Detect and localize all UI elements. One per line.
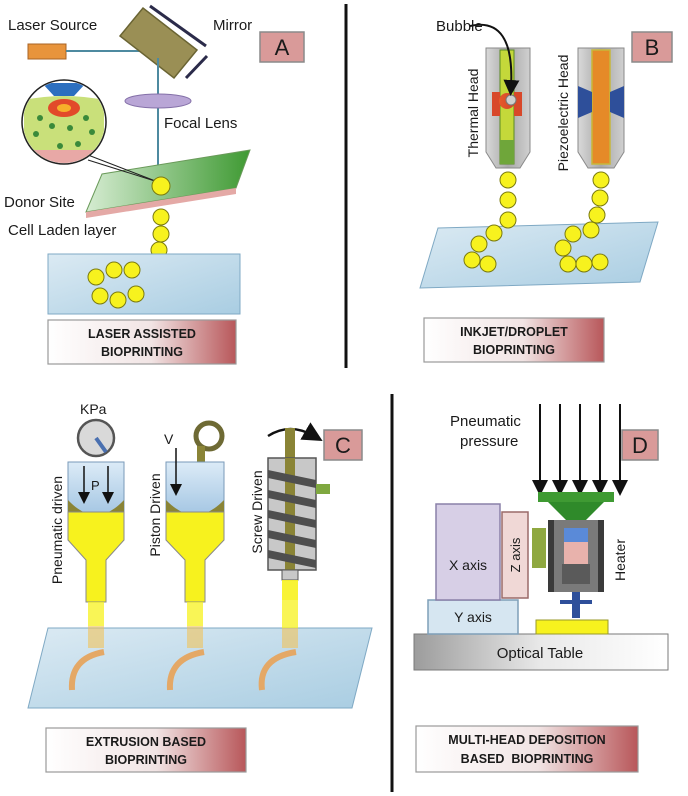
label-optical-table: Optical Table [497, 645, 583, 662]
label-y-axis: Y axis [454, 609, 492, 625]
pneumatic-syringe [67, 418, 125, 648]
label-cell-laden-layer: Cell Laden layer [8, 222, 116, 239]
optical-table [413, 633, 669, 671]
panel-a-letter: A [275, 35, 290, 60]
screw-syringe [267, 422, 330, 648]
thermal-droplets [463, 171, 517, 273]
panel-a-caption-line1: LASER ASSISTED [88, 327, 196, 341]
label-bubble: Bubble [436, 18, 483, 35]
panel-b-caption-line1: INKJET/DROPLET [460, 325, 568, 339]
label-pressure: pressure [460, 433, 518, 450]
label-pneumatic: Pneumatic [450, 413, 521, 430]
panel-a-caption-line2: BIOPRINTING [101, 345, 183, 359]
label-heater: Heater [612, 539, 628, 581]
panel-extrusion-based: C [27, 401, 373, 773]
label-p: P [91, 478, 100, 493]
inkjet-substrate [419, 221, 659, 289]
x-axis-stage [435, 503, 501, 601]
panel-dividers [344, 4, 394, 792]
y-axis-stage [427, 599, 519, 635]
focal-lens [124, 93, 192, 109]
label-donor-site: Donor Site [4, 194, 75, 211]
laser-substrate [47, 253, 241, 315]
laser-deposited-droplets [87, 261, 145, 309]
thermal-head [485, 47, 531, 169]
magnified-donor-view [21, 79, 159, 183]
pressure-arrows [532, 404, 628, 496]
piston-deposit-arc [166, 649, 205, 691]
bubble-pointer [469, 23, 520, 96]
panel-b-letter: B [645, 35, 660, 60]
panel-a-caption: LASER ASSISTED BIOPRINTING [47, 319, 237, 365]
mirror [118, 4, 209, 80]
label-kpa: KPa [80, 401, 107, 417]
panel-b-letter-box: B [631, 31, 673, 63]
label-z-axis: Z axis [508, 537, 523, 572]
panel-laser-assisted: A [4, 4, 305, 365]
piezo-droplets [554, 171, 610, 273]
label-laser-source: Laser Source [8, 17, 97, 34]
panel-c-caption: EXTRUSION BASED BIOPRINTING [45, 727, 247, 773]
label-x-axis: X axis [449, 557, 487, 573]
label-focal-lens: Focal Lens [164, 115, 237, 132]
panel-d-caption-line1: MULTI-HEAD DEPOSITION [448, 733, 605, 747]
label-piezoelectric-head: Piezoelectric Head [555, 55, 571, 172]
pneumatic-deposit-arc [68, 649, 105, 691]
panel-multi-head-deposition: D Pneumatic pressure Optical Table Y axi… [413, 404, 669, 773]
panel-d-caption: MULTI-HEAD DEPOSITION BASED BIOPRINTING [415, 725, 639, 773]
panel-c-letter: C [335, 433, 351, 458]
panel-inkjet-droplet: B Bubble Thermal Head Piezoelectric Head [419, 18, 673, 363]
label-pneumatic-driven: Pneumatic driven [49, 476, 65, 584]
build-plate [535, 619, 609, 635]
panel-d-caption-line2: BASED BIOPRINTING [461, 752, 594, 766]
label-piston-driven: Piston Driven [147, 473, 163, 556]
label-v: V [164, 431, 174, 447]
panel-a-letter-box: A [259, 31, 305, 63]
laser-source [27, 43, 67, 60]
panel-c-letter-box: C [323, 429, 363, 461]
panel-b-caption: INKJET/DROPLET BIOPRINTING [423, 317, 605, 363]
deposition-head [532, 492, 614, 618]
panel-c-caption-line1: EXTRUSION BASED [86, 735, 206, 749]
panel-d-letter: D [632, 433, 648, 458]
panel-d-letter-box: D [621, 429, 659, 461]
label-screw-driven: Screw Driven [249, 470, 265, 553]
piston-syringe [165, 420, 225, 648]
piezoelectric-head [577, 47, 625, 169]
screw-deposit-arc [258, 649, 297, 691]
panel-c-caption-line2: BIOPRINTING [105, 753, 187, 767]
z-axis-stage [501, 511, 529, 599]
panel-b-caption-line2: BIOPRINTING [473, 343, 555, 357]
label-thermal-head: Thermal Head [465, 69, 481, 158]
label-mirror: Mirror [213, 17, 252, 34]
bubble-icon [505, 94, 517, 106]
